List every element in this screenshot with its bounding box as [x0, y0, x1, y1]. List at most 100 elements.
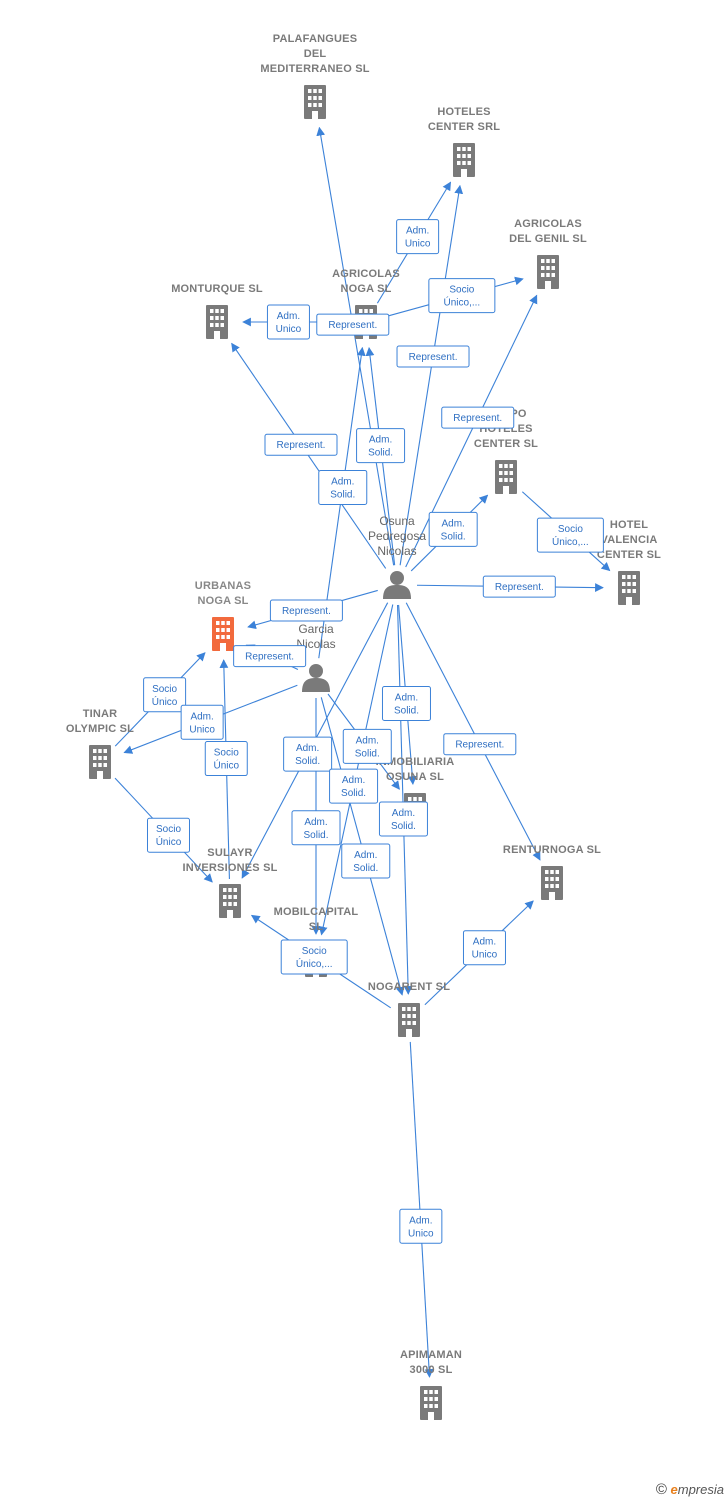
relation-label[interactable]: Adm.Unico [462, 930, 506, 966]
relation-label[interactable]: SocioÚnico,... [280, 939, 348, 975]
relation-label-box [269, 599, 343, 622]
relation-label-text: Solid. [303, 830, 328, 841]
building-icon [618, 571, 640, 605]
relation-label[interactable]: Represent. [443, 733, 517, 756]
node-label: AGRICOLAS [514, 218, 582, 230]
company-node[interactable]: RENTURNOGA SL [503, 844, 601, 900]
relation-label-box [329, 768, 379, 804]
company-node[interactable]: MONTURQUE SL [171, 283, 263, 339]
relation-label-text: Represent. [245, 652, 294, 663]
relation-label[interactable]: Represent. [233, 645, 307, 668]
relation-label[interactable]: Adm.Solid. [428, 511, 478, 547]
relation-label[interactable]: SocioÚnico,... [428, 278, 496, 314]
node-label: OSUNA SL [386, 771, 444, 783]
empresia-watermark[interactable]: © empresia [656, 1481, 724, 1498]
relation-label-box [283, 736, 333, 772]
relation-label[interactable]: Adm.Unico [396, 219, 440, 255]
node-label: INMOBILIARIA [376, 756, 455, 768]
company-node[interactable]: INMOBILIARIA OSUNA SL [376, 756, 455, 827]
node-label: CENTER SL [597, 549, 661, 561]
relation-label-text: Represent. [455, 740, 504, 751]
relation-label-box [316, 313, 390, 336]
relation-label-text: Único,... [444, 296, 481, 309]
brand-name: mpresia [677, 1482, 724, 1497]
relation-label-box [482, 575, 556, 598]
relation-label[interactable]: SocioÚnico,... [536, 517, 604, 553]
node-label: CENTER SL [474, 438, 538, 450]
relation-label[interactable]: Adm.Solid. [342, 728, 392, 764]
relation-label-text: Adm. [406, 226, 429, 237]
relation-label-text: Socio [449, 285, 474, 296]
relation-label[interactable]: Represent. [441, 406, 515, 429]
relation-label-text: Unico [472, 950, 498, 961]
relation-label-box [356, 428, 406, 464]
relation-label-text: Socio [152, 684, 177, 695]
relation-label[interactable]: Represent. [316, 313, 390, 336]
person-icon [302, 664, 330, 692]
relation-label[interactable]: Represent. [269, 599, 343, 622]
relation-label-text: Unico [408, 1228, 434, 1239]
relation-label[interactable]: Represent. [264, 433, 338, 456]
relation-label-text: Solid. [441, 531, 466, 542]
relation-label-text: Unico [189, 724, 215, 735]
node-label: Osuna [379, 514, 415, 528]
company-node[interactable]: TINAR OLYMPIC SL [66, 708, 134, 779]
company-node[interactable]: AGRICOLAS DEL GENIL SL [509, 218, 587, 289]
building-icon [453, 143, 475, 177]
node-label: RENTURNOGA SL [503, 844, 601, 856]
relation-label-box [428, 278, 496, 314]
relation-label-text: Adm. [296, 743, 319, 754]
relation-label[interactable]: Adm.Solid. [283, 736, 333, 772]
node-label: PALAFANGUES [273, 33, 358, 45]
node-label: HOTEL [610, 519, 648, 531]
node-label: DEL [304, 48, 327, 60]
relation-edge [405, 294, 538, 568]
node-label: OLYMPIC SL [66, 723, 134, 735]
building-icon [212, 617, 234, 651]
relation-label[interactable]: Adm.Solid. [381, 685, 431, 721]
relation-label[interactable]: Represent. [482, 575, 556, 598]
relation-label[interactable]: Adm.Solid. [378, 801, 428, 837]
relation-label[interactable]: Adm.Solid. [329, 768, 379, 804]
relation-label-text: Socio [214, 748, 239, 759]
relation-label-text: Socio [558, 524, 583, 535]
relation-label-text: Adm. [331, 476, 354, 487]
company-node[interactable]: NOGARENT SL [368, 981, 450, 1037]
relation-label[interactable]: Represent. [396, 345, 470, 368]
relation-edge [405, 602, 541, 861]
node-label: AGRICOLAS [332, 268, 400, 280]
relation-label-box [341, 843, 391, 879]
relation-label-box [280, 939, 348, 975]
building-icon [541, 866, 563, 900]
relation-label-text: Adm. [304, 817, 327, 828]
relation-label-box [180, 704, 224, 740]
relation-label[interactable]: Adm.Unico [399, 1208, 443, 1244]
relation-label[interactable]: Adm.Solid. [318, 469, 368, 505]
node-label: Nicolas [377, 544, 416, 558]
relation-label[interactable]: Adm.Unico [180, 704, 224, 740]
relation-label-text: Solid. [353, 863, 378, 874]
relation-label-box [146, 817, 190, 853]
relation-label-text: Represent. [495, 582, 544, 593]
relation-label-text: Solid. [394, 705, 419, 716]
relation-edge [399, 184, 464, 566]
relation-label[interactable]: Adm.Solid. [341, 843, 391, 879]
relation-label[interactable]: Adm.Solid. [356, 428, 406, 464]
relation-label[interactable]: Adm. Solid. [291, 810, 341, 846]
node-label: TINAR [83, 708, 118, 720]
node-label: DEL GENIL SL [509, 233, 587, 245]
relation-label[interactable]: Adm.Unico [266, 304, 310, 340]
